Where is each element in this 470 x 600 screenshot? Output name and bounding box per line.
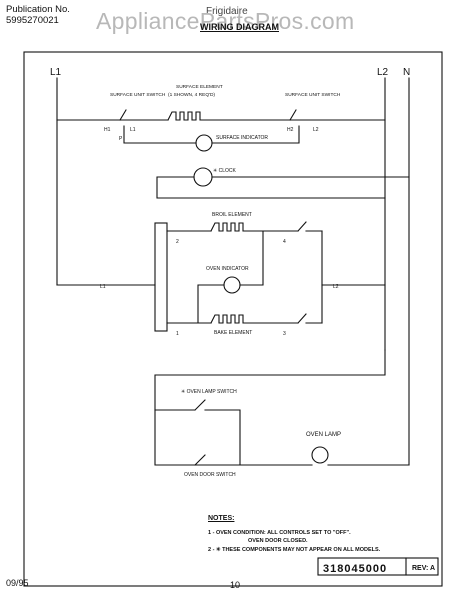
publication-label: Publication No.	[6, 4, 70, 15]
oven-control-switch	[154, 222, 168, 332]
notes-title: NOTES:	[208, 515, 235, 522]
surface-element-label: SURFACE ELEMENT	[176, 84, 223, 90]
surface-switch-left-contact	[119, 109, 127, 121]
bake-element-label: BAKE ELEMENT	[214, 330, 252, 336]
diagram-title: WIRING DIAGRAM	[200, 22, 279, 32]
surface-indicator-wire-left	[123, 125, 197, 144]
broil-element-label: BROIL ELEMENT	[212, 212, 252, 218]
surface-element-coil	[167, 111, 205, 121]
terminal-3: 3	[283, 331, 286, 337]
oven-lamp-label: OVEN LAMP	[306, 432, 341, 438]
terminal-2: 2	[176, 239, 179, 245]
line-l1-label: L1	[50, 67, 62, 78]
diagram-border	[23, 51, 443, 587]
oven-door-switch-contact	[194, 454, 206, 466]
bake-relay-contact	[297, 313, 307, 324]
brand-name: Frigidaire	[206, 6, 248, 17]
terminal-l1: L1	[130, 127, 136, 133]
revision: REV: A	[412, 565, 436, 572]
terminal-4: 4	[283, 239, 286, 245]
surface-indicator-lamp	[195, 134, 213, 152]
terminal-h1: H1	[104, 127, 111, 133]
oven-indicator-lamp	[223, 276, 241, 294]
note-1: 1 - OVEN CONDITION: ALL CONTROLS SET TO …	[208, 530, 351, 536]
note-1-cont: OVEN DOOR CLOSED.	[248, 538, 308, 544]
clock-motor	[193, 167, 213, 187]
broil-relay-contact	[297, 221, 307, 232]
part-number: 318045000	[323, 563, 388, 575]
oven-indicator-wire-left	[197, 284, 225, 324]
clock-label: ✳ CLOCK	[213, 168, 236, 174]
page-number: 10	[230, 580, 241, 590]
surface-unit-switch-right-label: SURFACE UNIT SWITCH	[285, 92, 341, 98]
publication-block: Publication No. 5995270021	[6, 4, 70, 26]
part-number-box	[317, 557, 439, 576]
oven-lamp-bulb	[311, 446, 329, 464]
oven-lamp-circuit-wire	[154, 349, 386, 466]
footer-date: 09/95	[6, 578, 29, 588]
surface-indicator-label: SURFACE INDICATOR	[216, 135, 268, 141]
terminal-1: 1	[176, 331, 179, 337]
oven-lamp-switch-wire-right	[204, 409, 241, 466]
terminal-p: P	[119, 136, 123, 142]
terminal-l2: L2	[313, 127, 319, 133]
oven-indicator-wire-right	[239, 230, 264, 286]
oven-lamp-switch-label: ✳ OVEN LAMP SWITCH	[181, 389, 237, 395]
publication-number: 5995270021	[6, 15, 59, 26]
surface-switch-right-contact	[289, 109, 297, 121]
watermark-text: AppliancePartsPros.com	[96, 8, 355, 34]
oven-indicator-label: OVEN INDICATOR	[206, 266, 249, 272]
surface-element-sublabel: (1 SHOWN, 4 REQ'D)	[168, 92, 215, 98]
oven-terminal-l2: L2	[333, 284, 339, 290]
clock-wire-left	[156, 176, 386, 199]
oven-terminal-l1: L1	[100, 284, 106, 290]
bake-element-coil	[210, 314, 248, 324]
broil-element-coil	[210, 222, 248, 232]
line-n-label: N	[403, 67, 410, 78]
note-2: 2 - ✳ THESE COMPONENTS MAY NOT APPEAR ON…	[208, 547, 381, 553]
terminal-h2: H2	[287, 127, 294, 133]
surface-unit-switch-left-label: SURFACE UNIT SWITCH	[110, 92, 166, 98]
oven-lamp-switch-contact	[194, 399, 206, 411]
line-l2-label: L2	[377, 67, 389, 78]
oven-door-switch-label: OVEN DOOR SWITCH	[184, 472, 236, 478]
surface-indicator-wire-right	[211, 125, 300, 144]
